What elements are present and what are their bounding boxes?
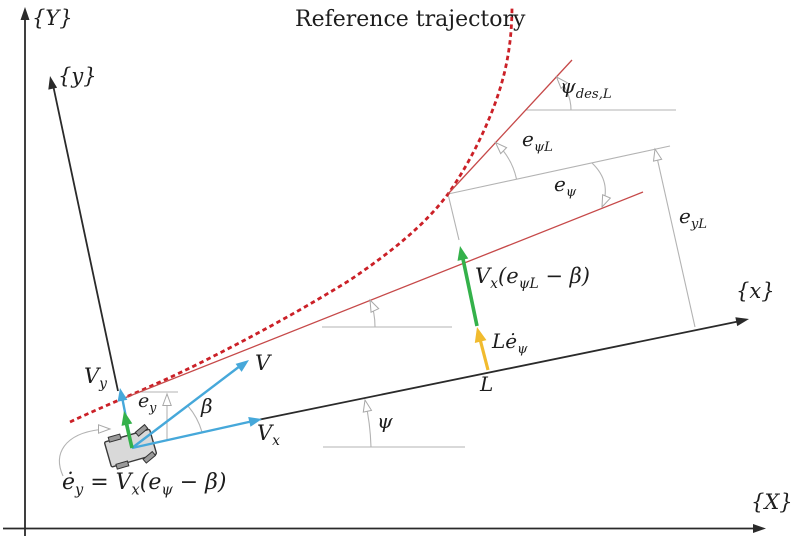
L-label: L xyxy=(480,372,494,396)
body-x-axis-line xyxy=(259,320,739,421)
ey-dot-equation-label: ėy = Vx(eψ − β) xyxy=(62,470,227,499)
V-label: V xyxy=(255,351,271,375)
eyL-error-line xyxy=(655,152,696,328)
tangent-line-at-vehicle xyxy=(121,191,644,400)
Vx-vector-arrowhead xyxy=(248,417,262,427)
vehicle-front-left-wheel xyxy=(134,423,149,437)
body-y-axis-line xyxy=(51,83,119,392)
psi-arc-arrowhead xyxy=(362,398,373,413)
ey-label: ey xyxy=(138,390,157,415)
beta-label: β xyxy=(201,394,213,418)
e-psi-L-arc-arrowhead xyxy=(494,141,508,155)
psi-label: ψ xyxy=(377,409,393,433)
ey-arrowhead xyxy=(162,392,172,406)
e-psi-label: eψ xyxy=(554,172,577,200)
heading-line-at-lookahead xyxy=(447,145,671,195)
eyL-arrowhead xyxy=(652,147,663,162)
equation-leader-curve xyxy=(59,428,101,477)
L-e-dot-psi-label: Lėψ xyxy=(492,329,528,357)
reference-trajectory-label: Reference trajectory xyxy=(295,7,526,32)
vehicle-front-right-wheel xyxy=(142,450,157,464)
psi-des-L-label: ψdes,L xyxy=(560,74,612,102)
L-e-dot-psi-vector-arrowhead xyxy=(474,327,487,344)
lookahead-green-vector-arrowhead xyxy=(457,246,469,261)
Vy-vector-arrowhead xyxy=(117,388,128,402)
lookahead-perpendicular-segment xyxy=(447,193,460,241)
frame-Y-label: {Y} xyxy=(32,6,73,30)
X-axis-arrowhead xyxy=(753,524,766,533)
Vx-label: Vx xyxy=(257,421,280,450)
Vx-vector-line xyxy=(131,420,252,450)
vehicle-rear-right-wheel xyxy=(115,460,130,470)
x-axis-arrowhead xyxy=(735,317,749,327)
Vy-label: Vy xyxy=(84,364,108,393)
ey-dot-vector-line xyxy=(124,423,134,449)
tangent-line-at-lookahead xyxy=(447,59,573,195)
e-psi-L-label: eψL xyxy=(522,127,553,155)
beta-angle-arc xyxy=(187,405,203,433)
vehicle-rear-left-wheel xyxy=(107,433,122,443)
psi-des-arc-arrowhead xyxy=(369,298,380,313)
reference-trajectory-curve xyxy=(69,5,514,424)
e-yL-label: eyL xyxy=(679,204,708,232)
e-psi-arc-arrowhead xyxy=(601,194,612,209)
V-vector-line xyxy=(131,365,241,449)
V-vector-arrowhead xyxy=(235,360,249,372)
psi-des-L-arc-arrowhead xyxy=(555,75,569,90)
frame-x-label: {x} xyxy=(736,279,775,303)
L-e-dot-psi-vector-line xyxy=(478,340,490,371)
Y-axis-arrowhead xyxy=(20,7,30,20)
lookahead-green-vector-line xyxy=(461,258,479,327)
frame-y-label: {y} xyxy=(58,64,97,88)
y-axis-arrowhead xyxy=(48,76,58,90)
leader-arrowhead xyxy=(98,424,112,434)
ey-dot-vector-arrowhead xyxy=(121,411,133,426)
frame-X-label: {X} xyxy=(751,490,793,514)
Vx-epsiL-minus-beta-label: Vx(eψL − β) xyxy=(475,264,590,293)
